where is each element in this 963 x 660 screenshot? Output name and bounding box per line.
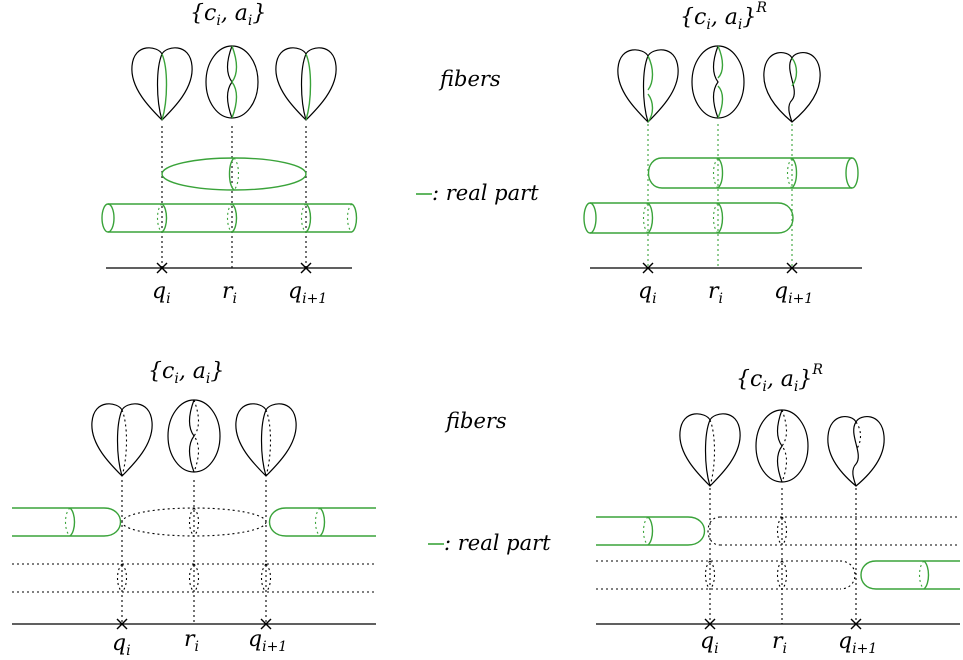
title-bottom-left: {ci, ai} bbox=[148, 359, 224, 387]
fibers-label-top: fibers bbox=[438, 67, 501, 91]
fiber-oval-middle bbox=[205, 45, 259, 119]
fiber-heart-right bbox=[827, 415, 885, 487]
label-ri: ri bbox=[222, 279, 237, 307]
fiber-oval-middle bbox=[167, 399, 221, 473]
real-cylinder-upper-left bbox=[596, 516, 705, 546]
fiber-heart-left bbox=[131, 47, 193, 121]
title-bottom-right: {ci, ai}R bbox=[736, 362, 823, 395]
label-qi: qi bbox=[700, 629, 719, 657]
panel-top-right: {ci, ai}R bbox=[583, 0, 862, 307]
real-cylinder-lower bbox=[583, 202, 794, 234]
cross-qi bbox=[156, 262, 168, 274]
label-qnext: qi+1 bbox=[838, 629, 877, 657]
real-loop bbox=[161, 157, 307, 191]
label-qnext: qi+1 bbox=[248, 627, 287, 655]
legend-label-bottom: : real part bbox=[444, 531, 551, 555]
fibers-label-bottom: fibers bbox=[444, 409, 507, 433]
panel-bottom-left: {ci, ai} bbox=[12, 359, 376, 659]
cross-qnext bbox=[300, 262, 312, 274]
fiber-heart-left bbox=[679, 413, 741, 487]
label-qnext: qi+1 bbox=[774, 279, 813, 307]
fiber-heart-left bbox=[91, 403, 153, 477]
fiber-heart-left bbox=[617, 49, 679, 123]
label-ri: ri bbox=[772, 629, 787, 657]
label-ri: ri bbox=[708, 279, 723, 307]
panel-bottom-right: {ci, ai}R bbox=[596, 362, 960, 657]
fiber-heart-right bbox=[763, 51, 821, 123]
fiber-heart-right bbox=[235, 403, 297, 477]
label-qi: qi bbox=[152, 279, 171, 307]
legend-label-top: : real part bbox=[432, 181, 539, 205]
label-qi: qi bbox=[638, 279, 657, 307]
real-cylinder-left bbox=[12, 507, 121, 537]
label-ri: ri bbox=[184, 627, 199, 655]
real-cylinder bbox=[101, 203, 358, 233]
title-top-right: {ci, ai}R bbox=[680, 0, 767, 33]
real-cylinder-lower-right bbox=[860, 560, 960, 590]
real-cylinder-right bbox=[269, 507, 376, 537]
label-qi: qi bbox=[112, 631, 131, 659]
panel-top-left: {ci, ai} bbox=[101, 1, 358, 307]
title-top-left: {ci, ai} bbox=[190, 1, 266, 29]
fiber-oval-middle bbox=[755, 409, 809, 483]
fiber-oval-middle bbox=[691, 45, 745, 119]
fiber-heart-right bbox=[275, 47, 337, 121]
label-qnext: qi+1 bbox=[288, 279, 327, 307]
real-cylinder-upper bbox=[647, 157, 859, 189]
